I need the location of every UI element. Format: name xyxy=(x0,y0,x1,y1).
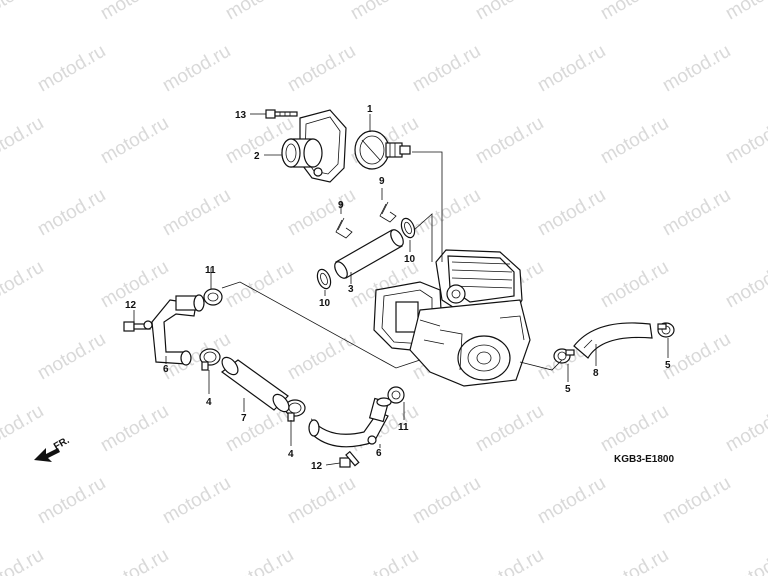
watermark-text: motod.ru xyxy=(534,41,609,97)
watermark-text: motod.ru xyxy=(34,41,109,97)
callout-12-lower: 12 xyxy=(311,461,323,472)
watermark-text: motod.ru xyxy=(659,41,734,97)
front-direction-arrow: FR. xyxy=(34,435,72,462)
watermark-text: motod.ru xyxy=(0,0,47,24)
part-5-hose-clamp-left xyxy=(553,348,575,364)
part-2-thermostat-cover xyxy=(281,109,347,183)
watermark-text: motod.ru xyxy=(597,545,672,576)
callout-11-upper: 11 xyxy=(205,265,216,276)
watermark-text: motod.ru xyxy=(722,545,768,576)
watermark-text: motod.ru xyxy=(159,41,234,97)
callout-13: 13 xyxy=(235,110,247,121)
part-11-o-ring-upper xyxy=(203,288,223,306)
part-7-hose xyxy=(220,356,290,413)
watermark-text: motod.ru xyxy=(284,473,359,529)
watermark-text: motod.ru xyxy=(222,0,297,24)
part-10-o-ring-lower xyxy=(316,268,332,290)
callout-4-lower: 4 xyxy=(288,449,294,460)
part-6-elbow-pipe-upper xyxy=(143,294,205,366)
watermark-text: motod.ru xyxy=(409,473,484,529)
callout-10-lower: 10 xyxy=(319,298,331,309)
watermark-text: motod.ru xyxy=(0,545,47,576)
leader-lines xyxy=(133,113,669,466)
watermark-text: motod.ru xyxy=(409,41,484,97)
callout-11-lower: 11 xyxy=(398,422,409,433)
part-1-thermostat xyxy=(354,130,411,170)
watermark-text: motod.ru xyxy=(347,545,422,576)
watermark-text: motod.ru xyxy=(222,545,297,576)
watermark-text: motod.ru xyxy=(34,329,109,385)
watermark-text: motod.ru xyxy=(722,113,768,169)
watermark-text: motod.ru xyxy=(284,41,359,97)
engine-block xyxy=(373,249,531,387)
watermark-text: motod.ru xyxy=(472,113,547,169)
watermark-text: motod.ru xyxy=(597,401,672,457)
callout-6-upper: 6 xyxy=(163,364,169,375)
watermark-text: motod.ru xyxy=(597,0,672,24)
watermark-text: motod.ru xyxy=(159,185,234,241)
part-9-clip-right xyxy=(379,201,397,223)
watermark-text: motod.ru xyxy=(97,545,172,576)
callout-8: 8 xyxy=(593,368,599,379)
watermark-text: motod.ru xyxy=(347,0,422,24)
part-3-water-pipe xyxy=(334,229,404,279)
part-4-hose-clamp-upper xyxy=(199,348,221,371)
part-10-o-ring-upper xyxy=(400,217,416,239)
watermark-text: motod.ru xyxy=(97,113,172,169)
watermark-text: motod.ru xyxy=(722,401,768,457)
part-5-hose-clamp-right xyxy=(657,322,675,338)
watermark-text: motod.ru xyxy=(0,113,47,169)
watermark-text: motod.ru xyxy=(97,0,172,24)
watermark-text: motod.ru xyxy=(722,0,768,24)
watermark-text: motod.ru xyxy=(0,401,47,457)
watermark-text: motod.ru xyxy=(597,113,672,169)
callout-labels: 1 2 3 4 4 5 5 6 6 7 8 9 9 10 10 11 11 12… xyxy=(125,104,671,472)
watermark-text: motod.ru xyxy=(722,257,768,313)
callout-4-upper: 4 xyxy=(206,397,212,408)
watermark-text: motod.ru xyxy=(472,0,547,24)
watermark-text: motod.ru xyxy=(284,329,359,385)
callout-7: 7 xyxy=(241,413,247,424)
watermark-text: motod.ru xyxy=(534,473,609,529)
diagram-code: KGB3-E1800 xyxy=(614,454,674,465)
callout-5-right: 5 xyxy=(665,360,671,371)
callout-12-upper: 12 xyxy=(125,300,137,311)
watermark-text: motod.ru xyxy=(659,185,734,241)
watermark-text: motod.ru xyxy=(284,185,359,241)
part-6-elbow-pipe-lower xyxy=(308,397,392,448)
watermark-text: motod.ru xyxy=(659,473,734,529)
part-9-clip-left xyxy=(335,217,353,239)
watermark-text: motod.ru xyxy=(472,545,547,576)
part-11-o-ring-lower xyxy=(387,386,405,404)
watermark-text: motod.ru xyxy=(409,185,484,241)
watermark-text: motod.ru xyxy=(597,257,672,313)
watermark-text: motod.ru xyxy=(159,473,234,529)
callout-6-lower: 6 xyxy=(376,448,382,459)
part-4-hose-clamp-lower xyxy=(284,399,306,422)
part-12-bolt-lower xyxy=(339,450,360,468)
watermark-text: motod.ru xyxy=(659,329,734,385)
watermark-text: motod.ru xyxy=(34,473,109,529)
watermark-text: motod.ru xyxy=(0,257,47,313)
front-direction-label: FR. xyxy=(52,435,72,453)
watermark-text: motod.ru xyxy=(472,401,547,457)
watermark-text: motod.ru xyxy=(97,401,172,457)
callout-10-upper: 10 xyxy=(404,254,416,265)
part-8-hose xyxy=(573,322,653,359)
callout-3: 3 xyxy=(348,284,354,295)
watermark-text: motod.ru xyxy=(534,185,609,241)
watermark-text: motod.ru xyxy=(34,185,109,241)
callout-2: 2 xyxy=(254,151,260,162)
callout-1: 1 xyxy=(367,104,373,115)
callout-5-left: 5 xyxy=(565,384,571,395)
callout-9-right: 9 xyxy=(379,176,385,187)
callout-9-left: 9 xyxy=(338,200,344,211)
